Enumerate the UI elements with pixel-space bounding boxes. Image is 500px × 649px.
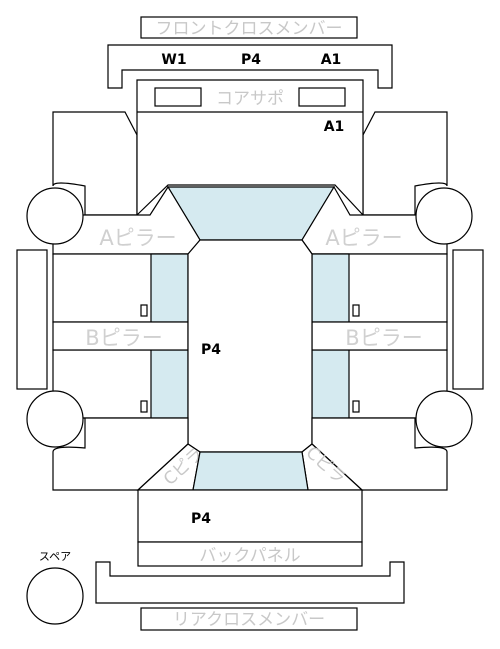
b-pillar-left-label: Bピラー xyxy=(85,326,162,350)
rear-window[interactable] xyxy=(192,451,309,491)
trunk[interactable] xyxy=(137,489,363,543)
right-headlight[interactable] xyxy=(298,87,346,107)
b-pillar-left[interactable] xyxy=(52,321,189,351)
a-pillar-right-label: Aピラー xyxy=(325,226,402,250)
a-pillar-left-label: Aピラー xyxy=(99,226,176,250)
right-rear-handle xyxy=(352,400,360,413)
left-front-window[interactable] xyxy=(150,253,189,323)
right-front-handle xyxy=(352,304,360,317)
rear-bumper[interactable] xyxy=(95,561,405,604)
front-left-mark: W1 xyxy=(161,52,186,68)
core-support-mark: A1 xyxy=(324,119,345,135)
left-side-sill[interactable] xyxy=(16,249,48,390)
b-pillar-right-label: Bピラー xyxy=(345,326,422,350)
core-support-label: コアサポ xyxy=(216,89,284,109)
front-cross-member-label: フロントクロスメンバー xyxy=(156,19,343,39)
front-cross-member-box[interactable] xyxy=(140,16,358,39)
spare-label: スペア xyxy=(39,550,71,563)
trunk-mark: P4 xyxy=(191,511,211,527)
back-panel[interactable] xyxy=(137,541,363,567)
left-rear-handle xyxy=(140,400,148,413)
right-front-window[interactable] xyxy=(311,253,350,323)
left-rear-window[interactable] xyxy=(150,349,189,419)
spare-tire[interactable] xyxy=(26,567,84,625)
front-left-wheel[interactable] xyxy=(26,187,84,245)
rear-cross-member-box[interactable] xyxy=(140,607,358,631)
front-right-wheel[interactable] xyxy=(415,187,473,245)
right-side-sill[interactable] xyxy=(452,249,484,390)
rear-right-wheel[interactable] xyxy=(415,390,473,448)
front-right-mark: A1 xyxy=(321,52,342,68)
rear-cross-member-label: リアクロスメンバー xyxy=(173,610,325,630)
right-rear-window[interactable] xyxy=(311,349,350,419)
rear-left-wheel[interactable] xyxy=(26,390,84,448)
front-bumper[interactable] xyxy=(107,44,393,89)
left-headlight[interactable] xyxy=(154,87,202,107)
roof-mark: P4 xyxy=(201,342,221,358)
back-panel-label: バックパネル xyxy=(199,546,300,566)
b-pillar-right[interactable] xyxy=(311,321,448,351)
left-front-handle xyxy=(140,304,148,317)
front-center-mark: P4 xyxy=(241,52,261,68)
